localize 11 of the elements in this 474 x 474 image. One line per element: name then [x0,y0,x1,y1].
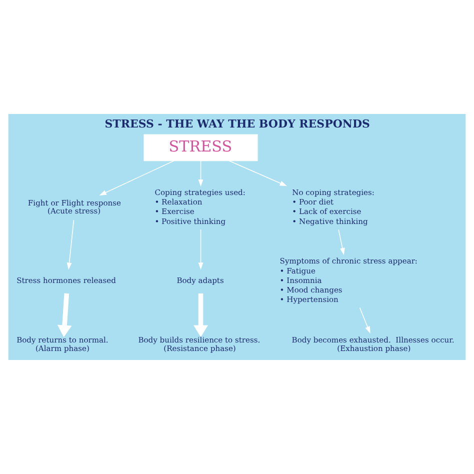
arrow [198,229,204,270]
arrow [228,160,288,186]
diagram-title: STRESS - THE WAY THE BODY RESPONDS [104,118,370,131]
arrow [194,293,208,338]
arrow [66,220,74,270]
arrow [359,307,370,334]
arrow [338,229,345,256]
node-box: STRESS [144,134,258,162]
arrow [99,160,174,196]
arrow [198,160,204,187]
arrow [57,293,72,338]
